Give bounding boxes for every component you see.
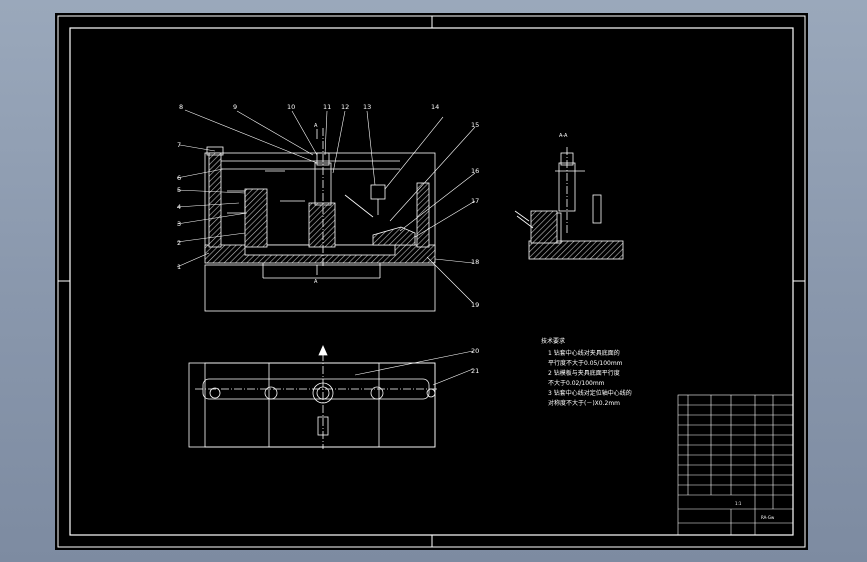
balloon-4: 4 [177, 203, 181, 211]
technical-notes: 技术要求 1 钻套中心线对夹具底面的 平行度不大于0.05/100mm 2 钻模… [541, 337, 632, 407]
notes-line-6: 对称度不大于(－)X0.2mm [548, 399, 620, 407]
drawing-canvas: 1 2 3 4 5 6 7 8 9 10 11 12 13 14 15 16 1… [57, 15, 806, 548]
balloon-21: 21 [471, 367, 479, 375]
balloon-13: 13 [363, 103, 371, 111]
balloon-20: 20 [471, 347, 479, 355]
leader-lines [176, 109, 476, 386]
drawing-frame [57, 15, 806, 548]
notes-line-4: 不大于0.02/100mm [548, 379, 605, 387]
balloon-15: 15 [471, 121, 479, 129]
balloon-17: 17 [471, 197, 479, 205]
notes-line-5: 3 钻套中心线对定位轴中心线的 [548, 389, 632, 397]
front-section-view [204, 128, 436, 312]
top-view [188, 345, 439, 449]
section-mark-bottom: A [314, 279, 318, 285]
notes-line-3: 2 钻模板与夹具底面平行度 [548, 369, 620, 377]
balloon-5: 5 [177, 186, 181, 194]
title-block-title: RA-Gw [761, 515, 775, 520]
section-mark-top: A [314, 123, 318, 129]
title-block-scale: 1:1 [735, 501, 742, 506]
balloon-8: 8 [179, 103, 183, 111]
balloon-2: 2 [177, 239, 181, 247]
balloon-10: 10 [287, 103, 295, 111]
balloon-1: 1 [177, 263, 181, 271]
notes-line-1: 1 钻套中心线对夹具底面的 [548, 349, 620, 357]
notes-line-2: 平行度不大于0.05/100mm [548, 359, 623, 367]
balloon-18: 18 [471, 258, 479, 266]
balloon-6: 6 [177, 174, 181, 182]
balloon-14: 14 [431, 103, 439, 111]
title-block [677, 394, 794, 536]
side-view-label: A-A [559, 133, 568, 139]
balloon-11: 11 [323, 103, 331, 111]
balloon-3: 3 [177, 220, 181, 228]
balloon-16: 16 [471, 167, 479, 175]
drawing-sheet: 1 2 3 4 5 6 7 8 9 10 11 12 13 14 15 16 1… [55, 13, 808, 550]
balloon-7: 7 [177, 141, 181, 149]
balloon-12: 12 [341, 103, 349, 111]
balloon-labels: 1 2 3 4 5 6 7 8 9 10 11 12 13 14 15 16 1… [177, 103, 479, 375]
balloon-19: 19 [471, 301, 479, 309]
balloon-9: 9 [233, 103, 237, 111]
side-view [514, 147, 624, 260]
notes-title: 技术要求 [541, 337, 565, 345]
